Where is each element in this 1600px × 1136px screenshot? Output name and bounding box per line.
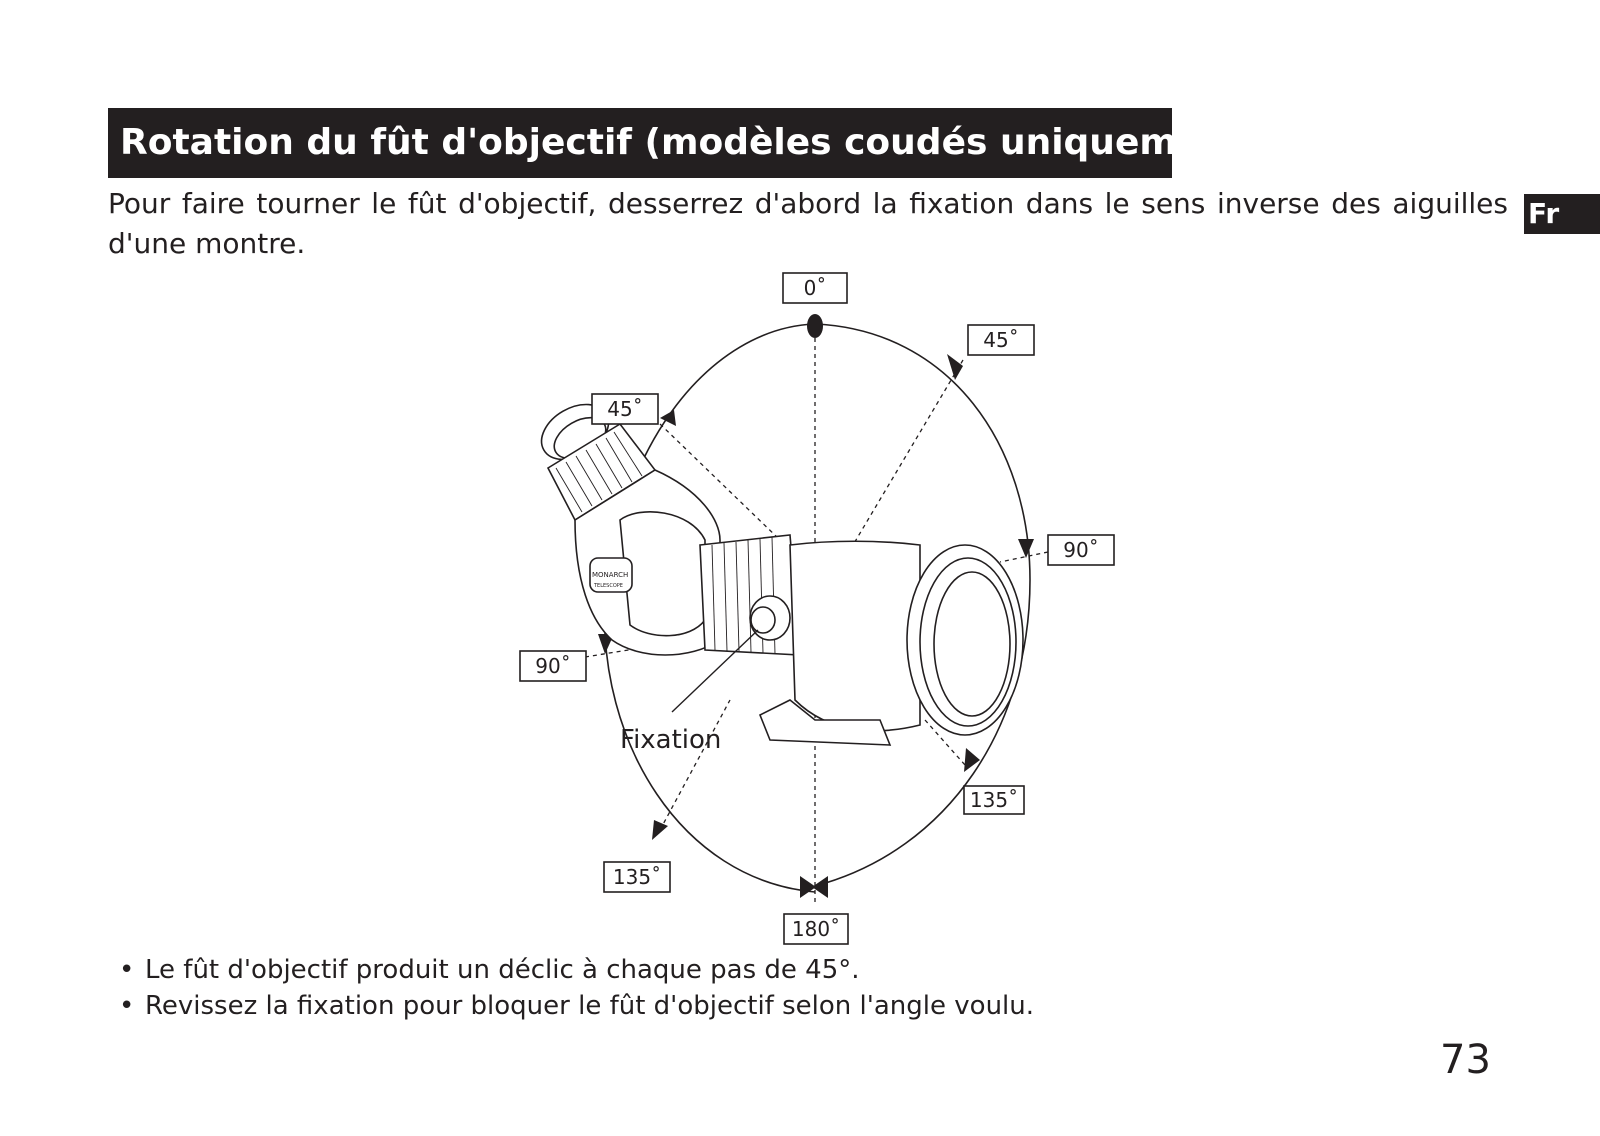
arrow-180-right-icon [812, 876, 828, 898]
arrow-135-front-icon [964, 748, 980, 772]
fixation-label: Fixation [620, 725, 721, 755]
marker-0-icon [807, 314, 823, 338]
page-number: 73 [1440, 1037, 1491, 1083]
angle-label-0: 0˚ [804, 276, 827, 300]
axis-135-back [659, 699, 731, 831]
arrow-180-left-icon [800, 876, 816, 898]
label-box-135-back [603, 861, 671, 893]
language-tab: Fr [1524, 194, 1600, 234]
label-box-90-left [519, 650, 587, 682]
list-item: Le fût d'objectif produit un déclic à ch… [115, 952, 1034, 988]
axis-45-front [849, 359, 964, 551]
rotation-arc-front [814, 323, 1031, 887]
section-title: Rotation du fût d'objectif (modèles coud… [108, 108, 1172, 178]
axis-90-right [999, 551, 1049, 563]
brand-text-1: MONARCH [592, 571, 628, 579]
brand-plate [589, 557, 633, 593]
angle-label-135-back: 135˚ [613, 865, 661, 889]
angle-label-45-back: 45˚ [607, 397, 642, 421]
objective-barrel [789, 540, 921, 732]
arrow-135-back-icon [652, 820, 668, 840]
angle-label-90-right: 90˚ [1063, 538, 1098, 562]
arrow-90-right-icon [1018, 539, 1034, 558]
tripod-foot [758, 699, 892, 746]
intro-paragraph: Pour faire tourner le fût d'objectif, de… [108, 187, 1508, 260]
angle-label-135-front: 135˚ [970, 788, 1018, 812]
scope-body [574, 469, 721, 656]
angle-label-180: 180˚ [792, 917, 840, 941]
axis-45-back [659, 423, 781, 541]
notes-list: Le fût d'objectif produit un déclic à ch… [115, 952, 1034, 1024]
spotting-scope-illustration [540, 403, 1024, 746]
arrow-45-front-icon [947, 354, 963, 380]
axis-135-front [924, 719, 966, 766]
label-box-0 [782, 272, 848, 304]
brand-text-2: TELESCOPE [593, 583, 623, 589]
list-item: Revissez la fixation pour bloquer le fût… [115, 988, 1034, 1024]
label-box-45-back [591, 393, 659, 425]
label-box-45-front [967, 324, 1035, 356]
label-box-180 [783, 913, 849, 945]
angle-label-45-front: 45˚ [983, 328, 1018, 352]
arrow-45-back-icon [660, 410, 676, 426]
angle-label-90-left: 90˚ [535, 654, 570, 678]
fixation-pointer [671, 629, 759, 713]
label-box-135-front [963, 785, 1025, 815]
label-box-90-right [1047, 534, 1115, 566]
